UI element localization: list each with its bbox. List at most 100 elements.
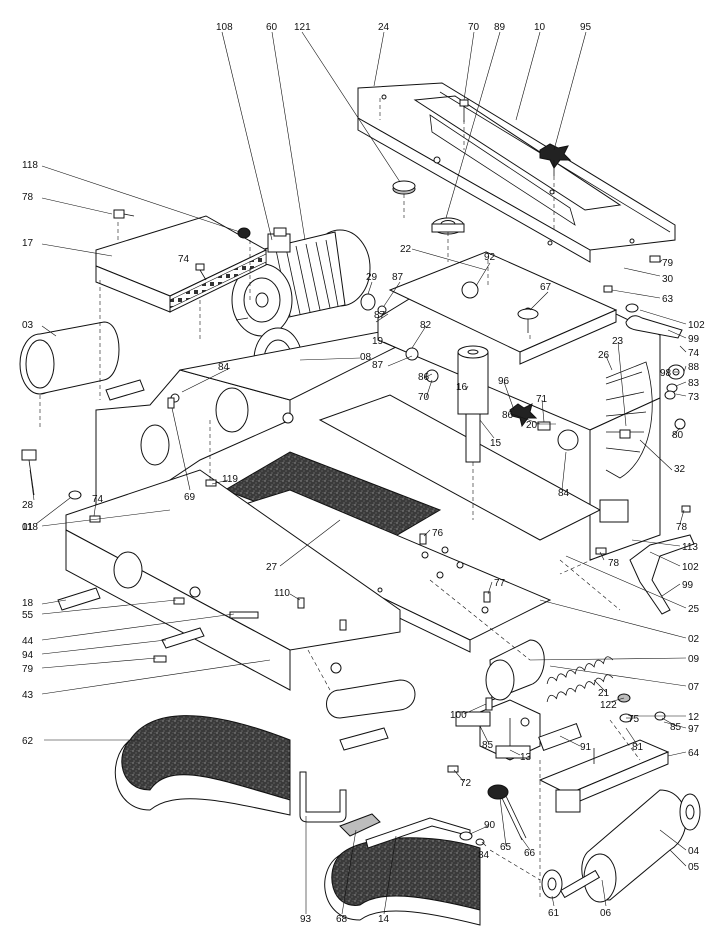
part-label: 06 <box>600 908 612 919</box>
part-label: 118 <box>22 160 38 171</box>
part-label: 44 <box>22 636 34 647</box>
part-label: 90 <box>484 820 496 831</box>
part-label: 10 <box>534 22 546 33</box>
part-label: 77 <box>494 578 506 589</box>
spindle <box>457 345 489 463</box>
tensioner-block <box>455 699 582 761</box>
part-label: 29 <box>366 272 378 283</box>
dust-outlet <box>485 639 545 701</box>
part-label: 78 <box>676 522 688 533</box>
end-frame <box>318 251 661 561</box>
knob-67 <box>517 308 539 333</box>
part-label: 05 <box>688 862 700 873</box>
part-label: 83 <box>688 378 700 389</box>
part-label: 87 <box>392 272 404 283</box>
graphite-pad <box>339 813 381 837</box>
part-label: 60 <box>266 22 278 33</box>
part-label: 73 <box>688 392 700 403</box>
part-label: 85 <box>670 722 682 733</box>
part-label: 02 <box>688 634 700 645</box>
part-label: 23 <box>612 336 624 347</box>
part-label: 74 <box>178 254 190 265</box>
part-label: 91 <box>580 742 592 753</box>
guide-rail-assembly <box>357 82 676 263</box>
washer-84 <box>475 838 485 846</box>
part-label: 75 <box>628 714 640 725</box>
part-label: 28 <box>22 500 34 511</box>
part-label: 82 <box>420 320 432 331</box>
part-label: 102 <box>682 562 699 573</box>
part-label: 65 <box>500 842 512 853</box>
part-label: 79 <box>22 664 34 675</box>
part-label: 66 <box>524 848 536 859</box>
part-label: 61 <box>548 908 560 919</box>
belt-cover <box>95 215 268 313</box>
adjust-screw <box>487 784 527 841</box>
part-label: 78 <box>608 558 620 569</box>
part-label: 26 <box>598 350 610 361</box>
part-label: 30 <box>662 274 674 285</box>
part-label: 20 <box>526 420 538 431</box>
part-label: 24 <box>378 22 390 33</box>
part-label: 102 <box>688 320 705 331</box>
part-label: 70 <box>468 22 480 33</box>
part-label: 86 <box>502 410 514 421</box>
washer-118 <box>68 490 82 500</box>
part-label: 95 <box>580 22 592 33</box>
part-label: 99 <box>688 334 700 345</box>
part-label: 74 <box>688 348 700 359</box>
part-label: 68 <box>336 914 348 925</box>
part-label: 86 <box>418 372 430 383</box>
assembly-lines <box>39 98 661 900</box>
part-label: 62 <box>22 736 34 747</box>
motor <box>231 227 371 337</box>
part-label: 79 <box>662 258 674 269</box>
part-label: 119 <box>222 474 238 485</box>
part-label: 32 <box>674 464 686 475</box>
ring-bush <box>392 180 465 235</box>
part-label: 88 <box>688 362 700 373</box>
part-label: 43 <box>22 690 34 701</box>
part-label: 18 <box>22 598 34 609</box>
part-label: 113 <box>682 542 698 553</box>
part-label: 63 <box>662 294 674 305</box>
part-label: 09 <box>688 654 700 665</box>
part-label: 76 <box>432 528 444 539</box>
u-handle <box>299 771 347 823</box>
part-label: 14 <box>378 914 390 925</box>
part-label: 13 <box>520 752 532 763</box>
part-label: 84 <box>218 362 230 373</box>
angle-brackets <box>57 379 389 751</box>
compression-spring <box>546 656 614 703</box>
star-knob-96 <box>509 403 538 428</box>
clamp-lever <box>629 534 695 615</box>
part-label: 99 <box>682 580 694 591</box>
bolt-28 <box>21 449 37 496</box>
washer-90 <box>459 831 473 841</box>
star-knob <box>539 143 572 176</box>
part-label: 80 <box>672 430 684 441</box>
part-label: 19 <box>372 336 384 347</box>
part-label: 07 <box>688 682 700 693</box>
part-label: 55 <box>22 610 34 621</box>
dust-tube <box>19 321 120 395</box>
part-label: 118 <box>22 522 38 533</box>
part-label: 121 <box>294 22 311 33</box>
bearing-parts-right <box>625 303 685 400</box>
part-label: 01 <box>22 522 34 533</box>
part-label: 21 <box>598 688 610 699</box>
drive-roller <box>541 789 701 903</box>
part-label: 12 <box>688 712 700 723</box>
part-label: 71 <box>536 394 548 405</box>
part-label: 15 <box>490 438 502 449</box>
part-label: 108 <box>216 22 233 33</box>
part-label: 93 <box>300 914 312 925</box>
part-label: 122 <box>600 700 617 711</box>
part-label: 92 <box>484 252 496 263</box>
part-label: 85 <box>482 740 494 751</box>
part-label: 84 <box>558 488 570 499</box>
part-label: 110 <box>274 588 290 599</box>
leader-lines <box>29 31 687 915</box>
part-label: 69 <box>184 492 196 503</box>
